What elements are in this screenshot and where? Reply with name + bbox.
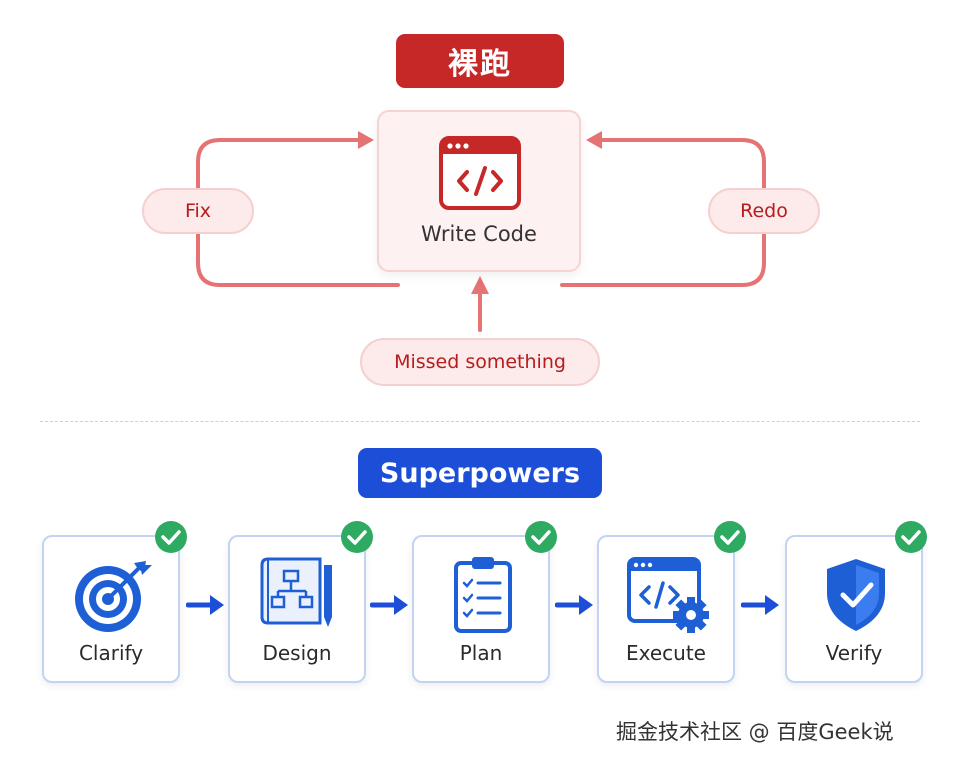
check-icon (341, 521, 373, 553)
target-icon (75, 561, 152, 632)
code-window-icon (439, 136, 521, 210)
step-label: Plan (459, 641, 503, 665)
fix-pill: Fix (142, 188, 254, 234)
step-verify: Verify (785, 535, 923, 683)
check-icon (155, 521, 187, 553)
section-divider (40, 421, 920, 422)
arrow-right-icon (370, 595, 408, 615)
blueprint-icon (260, 557, 332, 627)
step-label: Verify (825, 641, 883, 665)
step-execute: Execute (597, 535, 735, 683)
write-code-label: Write Code (421, 222, 537, 246)
check-icon (895, 521, 927, 553)
arrow-right-icon (555, 595, 593, 615)
step-design: Design (228, 535, 366, 683)
fix-arrowhead (358, 131, 374, 149)
clipboard-checklist-icon (454, 557, 512, 633)
redo-pill: Redo (708, 188, 820, 234)
step-plan: Plan (412, 535, 550, 683)
watermark: 掘金技术社区 @ 百度Geek说 (616, 720, 894, 744)
missed-arrowhead (471, 276, 489, 294)
step-label: Clarify (78, 641, 144, 665)
check-icon (525, 521, 557, 553)
arrow-right-icon (741, 595, 779, 615)
loop-title: 裸跑 (396, 34, 564, 88)
step-label: Design (262, 641, 332, 665)
arrow-right-icon (186, 595, 224, 615)
step-label: Execute (626, 641, 706, 665)
write-code-node: Write Code (377, 110, 581, 272)
code-gear-icon (627, 557, 709, 633)
missed-something-pill: Missed something (360, 338, 600, 386)
redo-arrowhead (586, 131, 602, 149)
flow-title: Superpowers (358, 448, 602, 498)
shield-check-icon (827, 559, 885, 631)
check-icon (714, 521, 746, 553)
step-clarify: Clarify (42, 535, 180, 683)
